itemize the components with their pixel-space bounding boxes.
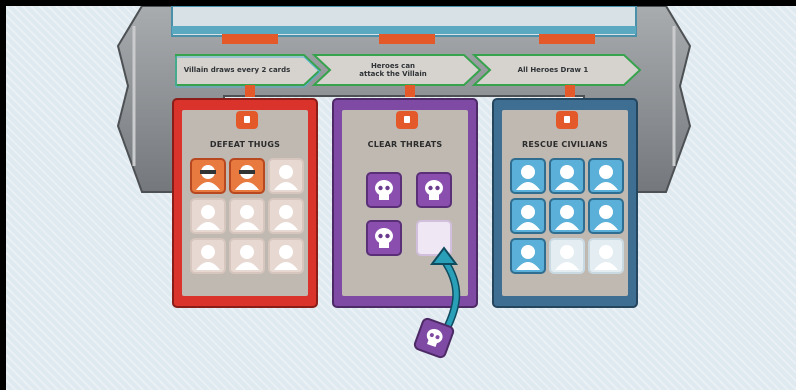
civilian-slot-empty[interactable]	[549, 238, 585, 274]
skull-icon	[426, 328, 443, 348]
civilian-slot-filled[interactable]	[549, 158, 585, 194]
threat-slot-filled[interactable]	[366, 172, 402, 208]
thug-icon	[235, 165, 259, 190]
thug-icon	[274, 205, 298, 230]
banner-heroes-attack: Heroes can attack the Villain	[328, 55, 458, 85]
card-title: CLEAR THREATS	[367, 140, 443, 149]
banner-text: All Heroes Draw 1	[517, 66, 589, 74]
threat-slot-filled[interactable]	[366, 220, 402, 256]
thug-icon	[274, 165, 298, 190]
civilian-slot-filled[interactable]	[510, 198, 546, 234]
thug-icon	[196, 245, 220, 270]
thug-icon	[235, 205, 259, 230]
thug-slot-filled[interactable]	[190, 158, 226, 194]
civilian-icon	[555, 165, 579, 190]
civilian-icon	[516, 165, 540, 190]
threat-slot-filled[interactable]	[416, 172, 452, 208]
thug-slot-empty[interactable]	[229, 238, 265, 274]
thug-icon	[235, 245, 259, 270]
thug-slot-empty[interactable]	[229, 198, 265, 234]
threat-token[interactable]	[410, 314, 458, 362]
card-title: RESCUE CIVILIANS	[522, 140, 608, 149]
banner-text-line2: attack the Villain	[359, 70, 427, 78]
banner-all-heroes-draw: All Heroes Draw 1	[488, 55, 618, 85]
thug-slot-empty[interactable]	[190, 238, 226, 274]
civilian-icon	[594, 165, 618, 190]
civilian-slot-empty[interactable]	[588, 238, 624, 274]
skull-icon	[375, 228, 393, 248]
thug-slot-empty[interactable]	[268, 158, 304, 194]
skull-icon	[425, 180, 443, 200]
lock-icon	[396, 111, 418, 129]
card-defeat-thugs[interactable]: DEFEAT THUGS	[172, 98, 318, 308]
thug-slot-empty[interactable]	[190, 198, 226, 234]
banner-villain-draws: Villain draws every 2 cards	[178, 55, 296, 85]
civilian-icon	[594, 245, 618, 270]
banner-text: Villain draws every 2 cards	[183, 66, 291, 74]
civilian-icon	[555, 205, 579, 230]
banner-text-line1: Heroes can	[370, 62, 416, 70]
civilian-icon	[594, 205, 618, 230]
thug-slot-empty[interactable]	[268, 198, 304, 234]
civilian-slot-filled[interactable]	[588, 158, 624, 194]
civilian-slot-filled[interactable]	[510, 158, 546, 194]
villain-board-frame	[116, 6, 692, 193]
civilian-icon	[555, 245, 579, 270]
thug-slot-empty[interactable]	[268, 238, 304, 274]
thug-icon	[274, 245, 298, 270]
thug-icon	[196, 165, 220, 190]
lock-icon	[236, 111, 258, 129]
move-arrow-icon	[430, 246, 461, 334]
civilian-slot-filled[interactable]	[549, 198, 585, 234]
skull-icon	[375, 180, 393, 200]
thug-icon	[196, 205, 220, 230]
lock-icon	[556, 111, 578, 129]
card-title: DEFEAT THUGS	[209, 140, 281, 149]
civilian-slot-filled[interactable]	[588, 198, 624, 234]
game-board: Villain draws every 2 cards Heroes can a…	[6, 6, 796, 390]
card-rescue-civilians[interactable]: RESCUE CIVILIANS	[492, 98, 638, 308]
thug-slot-filled[interactable]	[229, 158, 265, 194]
civilian-slot-filled[interactable]	[510, 238, 546, 274]
civilian-icon	[516, 205, 540, 230]
civilian-icon	[516, 245, 540, 270]
